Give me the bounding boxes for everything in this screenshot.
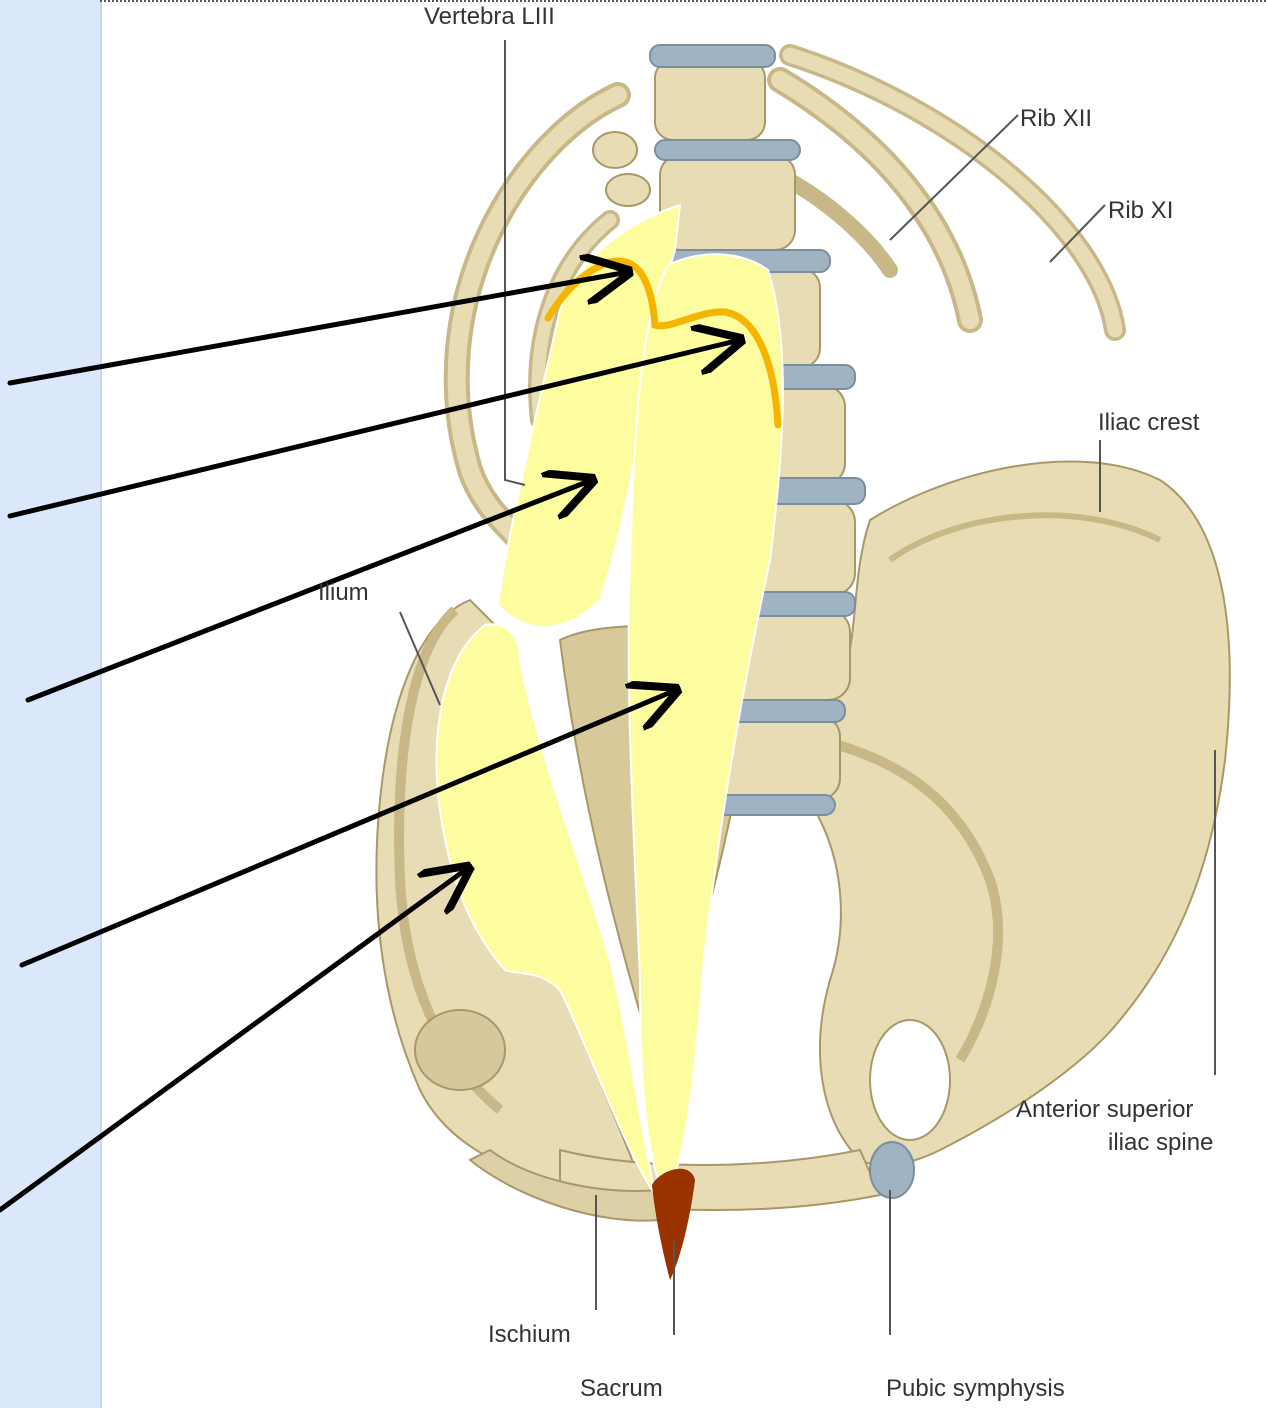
label-iliac-crest: Iliac crest: [1098, 409, 1200, 436]
disc-2: [655, 140, 800, 160]
label-rib11: Rib XI: [1108, 197, 1173, 224]
label-asis-1: Anterior superior: [1016, 1096, 1193, 1123]
label-ischium: Ischium: [488, 1321, 571, 1348]
label-rib12: Rib XII: [1020, 105, 1092, 132]
vertebra-body-1: [655, 60, 765, 140]
transverse-process-1: [593, 132, 637, 168]
pubic-symphysis-disc: [870, 1142, 914, 1198]
label-ilium: Ilium: [318, 579, 369, 606]
disc-8: [715, 795, 835, 815]
disc-1: [650, 45, 775, 67]
label-pubic-symphysis: Pubic symphysis: [886, 1375, 1065, 1402]
label-vertebra: Vertebra LIII: [424, 3, 555, 30]
label-asis-2: iliac spine: [1108, 1129, 1213, 1156]
obturator-foramen: [870, 1020, 950, 1140]
acetabulum-left: [415, 1010, 505, 1090]
leader-vertebra: [505, 40, 525, 485]
arrow-5: [0, 868, 468, 1210]
vertebra-body-2: [660, 155, 795, 250]
label-sacrum: Sacrum: [580, 1375, 663, 1402]
transverse-process-2: [606, 174, 650, 206]
